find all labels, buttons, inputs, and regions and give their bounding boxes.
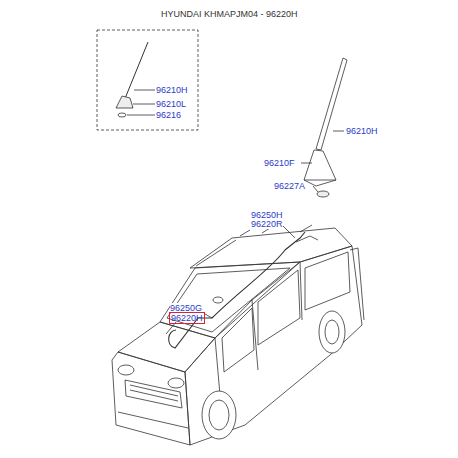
callout-number: 96227A — [274, 181, 305, 191]
callout-number: 96210H — [156, 85, 188, 95]
diagram-title: HYUNDAI KHMAPJM04 - 96220H — [161, 9, 298, 19]
callout-number: 96220R — [251, 219, 283, 229]
highlight-box: 96220H — [169, 312, 205, 324]
callout-number: 96210L — [156, 99, 186, 109]
part-number: 96220H — [170, 313, 204, 323]
callout-number: 96210F — [264, 158, 295, 168]
callout-number: 96210H — [346, 126, 378, 136]
callout-number: 96216 — [156, 110, 181, 120]
